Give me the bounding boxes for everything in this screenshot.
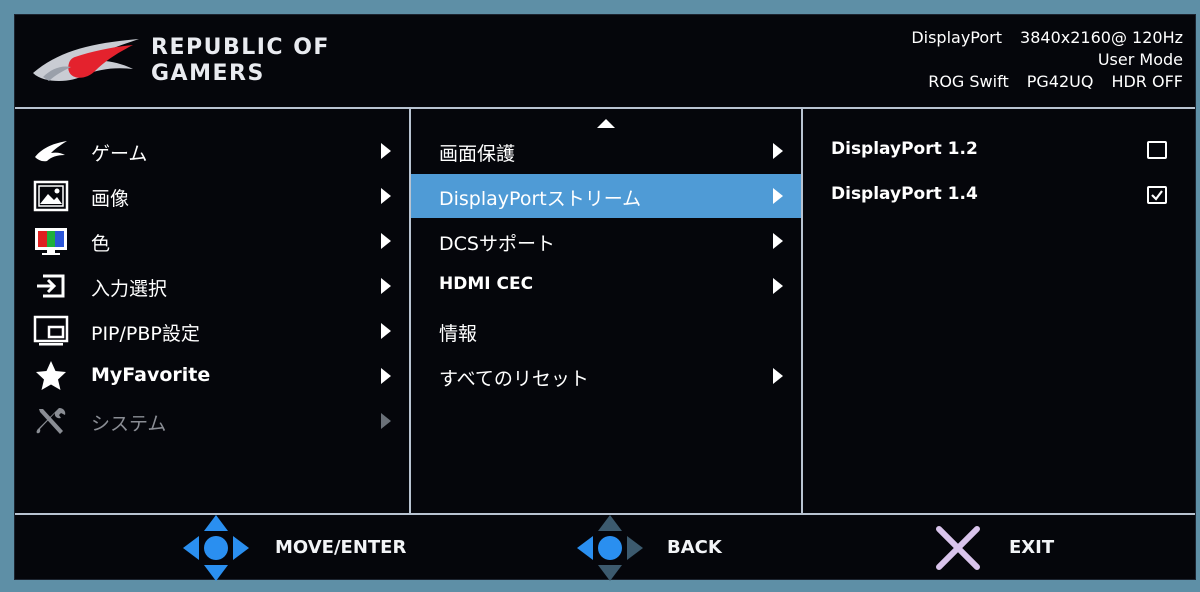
rog-eye-icon xyxy=(35,141,67,162)
chevron-right-icon xyxy=(773,233,783,249)
submenu-item-information[interactable]: 情報 xyxy=(411,309,801,353)
chevron-right-icon xyxy=(381,323,391,339)
submenu-item-reset-all[interactable]: すべてのリセット xyxy=(411,354,801,398)
menu-item-color[interactable]: 色 xyxy=(15,219,409,263)
dpad-back-icon xyxy=(577,515,643,581)
status-row-mode: User Mode xyxy=(911,49,1183,71)
chevron-right-icon xyxy=(381,413,391,429)
chevron-right-icon xyxy=(381,233,391,249)
input-select-icon xyxy=(37,274,65,298)
header-divider xyxy=(15,107,1195,109)
model-number: PG42UQ xyxy=(1026,72,1094,91)
column-divider-2 xyxy=(801,107,803,513)
back-button[interactable]: BACK xyxy=(575,515,775,581)
submenu-item-displayport-stream[interactable]: DisplayPortストリーム xyxy=(411,174,801,218)
submenu-item-dcs-support[interactable]: DCSサポート xyxy=(411,219,801,263)
exit-button[interactable]: EXIT xyxy=(935,515,1095,581)
chevron-right-icon xyxy=(381,188,391,204)
menu-item-game[interactable]: ゲーム xyxy=(15,129,409,173)
star-icon xyxy=(36,361,66,390)
chevron-right-icon xyxy=(773,143,783,159)
brand-line-2: GAMERS xyxy=(151,61,265,86)
checkmark-icon xyxy=(1151,190,1163,201)
submenu-item-label: DisplayPortストリーム xyxy=(439,188,642,210)
status-row-model: ROG Swift PG42UQ HDR OFF xyxy=(911,71,1183,93)
wrench-screwdriver-icon xyxy=(36,408,66,434)
menu-item-label: MyFavorite xyxy=(91,364,211,386)
model-series: ROG Swift xyxy=(928,72,1009,91)
submenu-item-label: DCSサポート xyxy=(439,233,555,255)
menu-item-pip-pbp[interactable]: PIP/PBP設定 xyxy=(15,309,409,353)
menu-item-label: 入力選択 xyxy=(91,278,168,300)
footer-divider xyxy=(15,513,1195,515)
option-label: DisplayPort 1.4 xyxy=(831,184,978,204)
checked-checkbox-icon[interactable] xyxy=(1147,186,1167,204)
submenu-item-screen-saver[interactable]: 画面保護 xyxy=(411,129,801,173)
submenu-item-label: 情報 xyxy=(439,323,478,345)
menu-item-label: ゲーム xyxy=(91,143,148,165)
close-icon xyxy=(936,526,980,570)
chevron-right-icon xyxy=(773,188,783,204)
menu-item-image[interactable]: 画像 xyxy=(15,174,409,218)
dpad-blue-icon xyxy=(183,515,249,581)
chevron-right-icon xyxy=(773,368,783,384)
submenu-item-label: HDMI CEC xyxy=(439,274,534,294)
menu-item-system[interactable]: システム xyxy=(15,399,409,443)
menu-item-myfavorite[interactable]: MyFavorite xyxy=(15,354,409,398)
color-monitor-icon xyxy=(35,228,67,255)
brand-line-1: REPUBLIC OF xyxy=(151,35,330,60)
menu-item-label: システム xyxy=(91,413,167,435)
hdr-status: HDR OFF xyxy=(1111,72,1183,91)
submenu-item-label: すべてのリセット xyxy=(439,368,589,390)
osd-header: REPUBLIC OF GAMERS DisplayPort 3840x2160@… xyxy=(15,15,1195,107)
menu-item-label: PIP/PBP設定 xyxy=(91,323,200,345)
move-enter-button[interactable]: MOVE/ENTER xyxy=(181,515,441,581)
input-source: DisplayPort xyxy=(911,28,1003,47)
chevron-right-icon xyxy=(381,368,391,384)
scroll-up-icon[interactable] xyxy=(597,119,615,128)
move-enter-label: MOVE/ENTER xyxy=(275,537,407,558)
rog-logo-icon xyxy=(33,39,139,81)
menu-item-label: 色 xyxy=(91,233,111,255)
brand-name: REPUBLIC OF GAMERS xyxy=(151,35,330,87)
pip-icon xyxy=(33,315,69,346)
chevron-right-icon xyxy=(773,278,783,294)
chevron-right-icon xyxy=(381,143,391,159)
option-label: DisplayPort 1.2 xyxy=(831,139,978,159)
resolution: 3840x2160@ 120Hz xyxy=(1020,28,1183,47)
exit-label: EXIT xyxy=(1009,537,1055,558)
option-displayport-1-4[interactable]: DisplayPort 1.4 xyxy=(803,174,1183,218)
status-panel: DisplayPort 3840x2160@ 120Hz User Mode RO… xyxy=(911,27,1183,93)
column-divider-1 xyxy=(409,107,411,513)
unchecked-checkbox-icon[interactable] xyxy=(1147,141,1167,159)
image-icon xyxy=(33,180,69,212)
mode: User Mode xyxy=(1097,50,1183,69)
menu-item-label: 画像 xyxy=(91,188,130,210)
osd-menu: REPUBLIC OF GAMERS DisplayPort 3840x2160@… xyxy=(14,14,1196,581)
submenu-item-hdmi-cec[interactable]: HDMI CEC xyxy=(411,264,801,308)
back-label: BACK xyxy=(667,537,722,558)
submenu-item-label: 画面保護 xyxy=(439,143,516,165)
chevron-right-icon xyxy=(381,278,391,294)
status-row-signal: DisplayPort 3840x2160@ 120Hz xyxy=(911,27,1183,49)
option-displayport-1-2[interactable]: DisplayPort 1.2 xyxy=(803,129,1183,173)
menu-item-input-select[interactable]: 入力選択 xyxy=(15,264,409,308)
